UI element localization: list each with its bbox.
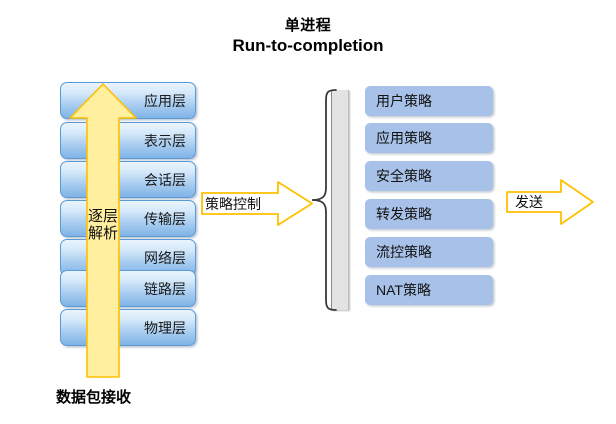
- osi-layer-label: 表示层: [144, 132, 186, 149]
- osi-layer-stack: 应用层 表示层 会话层 传输层 网络层 链路层 物理层: [60, 82, 196, 346]
- osi-layer-session[interactable]: 会话层: [60, 161, 196, 198]
- curly-brace-icon: [310, 88, 338, 312]
- policy-item-nat[interactable]: NAT策略: [365, 275, 493, 305]
- diagram-title-line2: Run-to-completion: [232, 36, 384, 55]
- osi-layer-transport[interactable]: 传输层: [60, 200, 196, 237]
- osi-layer-label: 传输层: [144, 210, 186, 227]
- policy-item-security[interactable]: 安全策略: [365, 161, 493, 191]
- osi-layer-label: 链路层: [144, 280, 186, 297]
- osi-layer-datalink[interactable]: 链路层: [60, 270, 196, 307]
- policy-item-forwarding[interactable]: 转发策略: [365, 199, 493, 229]
- policy-item-label: 流控策略: [376, 244, 432, 260]
- policy-group-bar: [331, 90, 349, 310]
- send-arrow-label: 发送: [515, 194, 543, 210]
- packet-receive-caption: 数据包接收: [56, 389, 132, 406]
- osi-layer-label: 物理层: [144, 319, 186, 336]
- osi-layer-label: 会话层: [144, 171, 186, 188]
- policy-control-arrow-icon: [200, 180, 314, 227]
- upward-arrow-label: 逐层解析: [88, 208, 119, 242]
- policy-item-label: 转发策略: [376, 206, 432, 222]
- policy-item-label: 应用策略: [376, 130, 432, 146]
- policy-item-flow-control[interactable]: 流控策略: [365, 237, 493, 267]
- osi-layer-network[interactable]: 网络层: [60, 239, 196, 276]
- policy-stack: 用户策略 应用策略 安全策略 转发策略 流控策略 NAT策略: [365, 86, 493, 310]
- osi-layer-label: 网络层: [144, 249, 186, 266]
- osi-layer-presentation[interactable]: 表示层: [60, 122, 196, 159]
- diagram-title-line1: 单进程: [284, 17, 332, 34]
- upward-parse-arrow-icon: [68, 82, 138, 379]
- policy-item-application[interactable]: 应用策略: [365, 123, 493, 153]
- send-arrow-icon: [505, 178, 595, 226]
- policy-item-label: 安全策略: [376, 168, 432, 184]
- osi-layer-physical[interactable]: 物理层: [60, 309, 196, 346]
- policy-item-user[interactable]: 用户策略: [365, 86, 493, 116]
- osi-layer-label: 应用层: [144, 92, 186, 109]
- policy-item-label: NAT策略: [376, 282, 431, 298]
- policy-control-arrow-label: 策略控制: [205, 196, 261, 212]
- policy-item-label: 用户策略: [376, 93, 432, 109]
